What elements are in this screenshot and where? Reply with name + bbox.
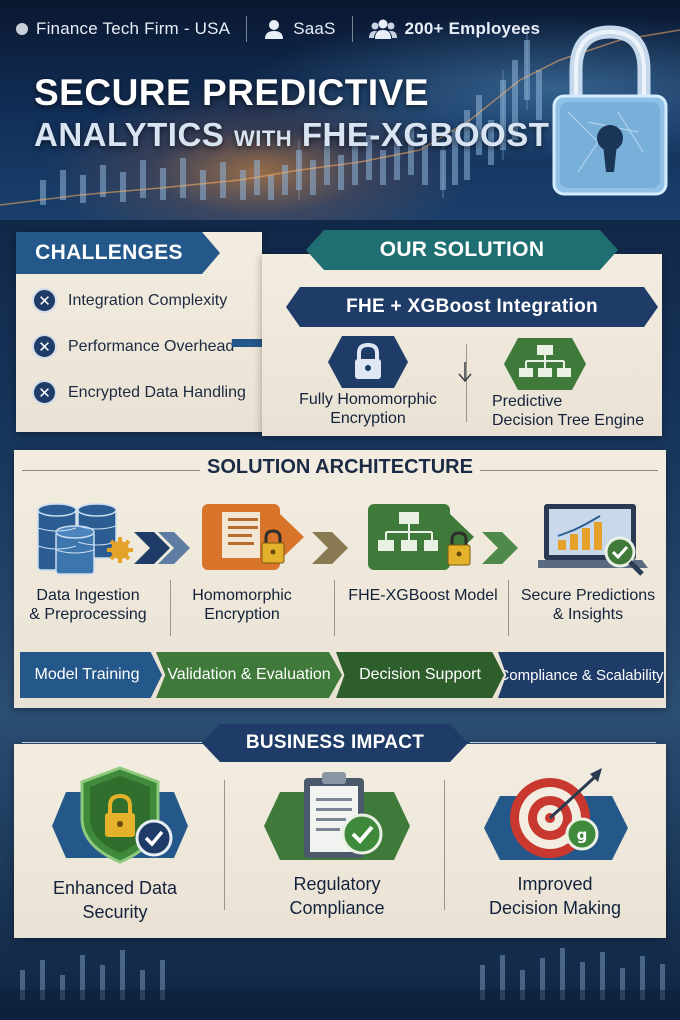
arch-step-label: FHE-XGBoost Model <box>338 586 508 605</box>
arch-step-line2: & Preprocessing <box>29 606 147 623</box>
arrow-down-icon <box>458 362 472 383</box>
decision-engine-line1: Predictive <box>492 393 563 410</box>
divider <box>22 470 200 471</box>
decision-tree-icon <box>504 338 586 390</box>
divider <box>351 16 353 42</box>
impact-label-line2: Security <box>82 902 148 922</box>
page-subtitle: ANALYTICS WITH FHE-XGBOOST <box>34 116 549 154</box>
impact-label-line2: Decision Making <box>488 898 622 918</box>
challenges-ribbon-shape <box>16 232 220 274</box>
divider <box>170 580 171 636</box>
integration-banner-shape <box>286 287 658 327</box>
challenge-item: ✕ Performance Overhead <box>32 334 234 359</box>
fhe-label: Fully Homomorphic Encryption <box>282 390 454 428</box>
challenge-item: ✕ Integration Complexity <box>32 288 227 313</box>
challenge-label: Encrypted Data Handling <box>68 383 246 401</box>
laptop-chart-icon <box>538 504 648 576</box>
lock-shield-icon <box>328 336 408 388</box>
divider <box>508 580 509 636</box>
challenge-label: Integration Complexity <box>68 291 228 309</box>
challenge-item: ✕ Encrypted Data Handling <box>32 380 246 405</box>
divider <box>246 16 248 42</box>
hero-banner: Finance Tech Firm - USA SaaS 200+ Employ… <box>0 0 680 220</box>
security-shield-icon <box>52 766 188 864</box>
divider <box>466 344 467 422</box>
solution-ribbon-shape <box>306 230 618 270</box>
fhe-label-line1: Fully Homomorphic <box>299 391 437 408</box>
compliance-clipboard-icon <box>264 772 410 860</box>
title-fhe-xgboost: FHE-XGBOOST <box>301 116 550 153</box>
phase-decision-support: Decision Support <box>336 652 504 698</box>
arch-step-label: Homomorphic Encryption <box>172 586 312 624</box>
solution-heading: OUR SOLUTION <box>379 238 545 261</box>
company-info-bar: Finance Tech Firm - USA SaaS 200+ Employ… <box>0 0 680 58</box>
arch-step-label: Data Ingestion & Preprocessing <box>18 586 158 624</box>
decision-engine-line2: Decision Tree Engine <box>492 412 645 429</box>
employee-count: 200+ Employees <box>404 19 541 38</box>
arch-step-line1: FHE-XGBoost Model <box>348 587 498 604</box>
impact-label: Enhanced Data Security <box>30 876 200 924</box>
encrypted-document-icon <box>202 504 348 570</box>
stock-chart-backdrop <box>0 29 680 206</box>
target-icon: g <box>484 768 628 860</box>
arch-step-line1: Homomorphic <box>192 587 292 604</box>
arch-step-label: Secure Predictions & Insights <box>512 586 664 624</box>
x-circle-icon: ✕ <box>32 288 57 313</box>
phase-validation-evaluation: Validation & Evaluation <box>156 652 342 698</box>
divider <box>480 470 658 471</box>
challenge-label: Performance Overhead <box>68 337 235 355</box>
phase-model-training: Model Training <box>20 652 162 698</box>
phase-compliance-scalability: Compliance & Scalability <box>498 652 664 698</box>
decision-engine-label: Predictive Decision Tree Engine <box>478 392 648 430</box>
page-title: SECURE PREDICTIVE <box>34 72 430 113</box>
impact-label-line2: Compliance <box>289 898 385 918</box>
title-with: WITH <box>233 126 293 151</box>
integration-banner: FHE + XGBoost Integration <box>346 296 598 317</box>
business-model: SaaS <box>293 19 336 38</box>
impact-label-line1: Improved <box>517 874 593 894</box>
database-icon <box>37 503 190 575</box>
impact-label: Regulatory Compliance <box>254 872 420 920</box>
impact-heading: BUSINESS IMPACT <box>245 732 425 753</box>
stock-chart-footer <box>0 948 680 1020</box>
divider <box>334 580 335 636</box>
person-icon <box>263 18 285 40</box>
impact-label: Improved Decision Making <box>462 872 648 920</box>
x-circle-icon: ✕ <box>32 334 57 359</box>
impact-label-line1: Regulatory <box>293 874 381 894</box>
company-name: Finance Tech Firm - USA <box>36 19 231 38</box>
x-circle-icon: ✕ <box>32 380 57 405</box>
group-icon <box>368 18 397 40</box>
arch-step-line1: Secure Predictions <box>520 587 656 604</box>
arch-step-line1: Data Ingestion <box>36 587 140 604</box>
divider <box>444 780 445 910</box>
divider <box>22 742 202 743</box>
challenges-heading: CHALLENGES <box>35 241 183 264</box>
bullet-icon <box>16 23 28 35</box>
padlock-icon <box>552 25 668 196</box>
impact-ribbon-shape <box>202 724 468 762</box>
fhe-label-line2: Encryption <box>330 410 406 427</box>
divider <box>224 780 225 910</box>
title-analytics: ANALYTICS <box>34 116 225 153</box>
architecture-heading: SOLUTION ARCHITECTURE <box>207 456 473 478</box>
solution-panel <box>262 254 662 436</box>
svg-text:g: g <box>577 826 588 844</box>
impact-label-line1: Enhanced Data <box>52 878 178 898</box>
divider <box>470 742 656 743</box>
arch-step-line2: & Insights <box>552 606 624 623</box>
arch-step-line2: Encryption <box>204 606 280 623</box>
fhe-model-icon <box>368 504 518 570</box>
